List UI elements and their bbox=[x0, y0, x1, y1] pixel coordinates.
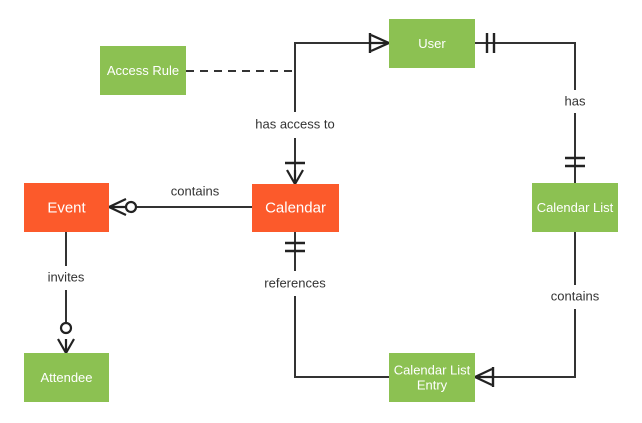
relationship-label-references: references bbox=[264, 275, 326, 290]
entity-attendee-rect[interactable] bbox=[24, 353, 109, 402]
entity-calendar-list-entry-rect[interactable] bbox=[389, 353, 475, 402]
connector-calendar-list-to-entry bbox=[494, 309, 576, 378]
entity-calendar-rect[interactable] bbox=[252, 184, 339, 232]
relationship-label-has-access-to: has access to bbox=[255, 116, 335, 131]
entity-calendar-list-entry[interactable]: Calendar List Entry bbox=[389, 353, 475, 402]
entity-calendar-list-label: Calendar List bbox=[537, 200, 614, 215]
connector-references-to-entry bbox=[294, 296, 389, 378]
double-bar-calendar-list-top bbox=[565, 156, 585, 168]
double-bar-user-right bbox=[485, 33, 496, 53]
entity-user[interactable]: User bbox=[389, 19, 475, 68]
crowfoot-ring-attendee-top bbox=[57, 321, 75, 354]
relationship-label-contains-calendar: contains bbox=[171, 183, 220, 198]
double-bar-calendar-bottom bbox=[285, 241, 305, 253]
entity-access-rule-label: Access Rule bbox=[107, 63, 179, 78]
entity-calendar-list-entry-label-line1: Calendar List bbox=[394, 362, 471, 377]
entity-access-rule[interactable]: Access Rule bbox=[100, 46, 186, 95]
crowfoot-user-left bbox=[368, 33, 390, 53]
entity-event-rect[interactable] bbox=[24, 183, 109, 232]
relationship-label-has: has bbox=[565, 93, 586, 108]
relationship-label-contains-entry: contains bbox=[551, 288, 600, 303]
connector-user-to-calendar-top bbox=[294, 42, 381, 112]
crowfoot-ring-event-right bbox=[108, 198, 138, 216]
crowfoot-entry-right bbox=[474, 367, 495, 387]
entity-user-rect[interactable] bbox=[389, 19, 475, 68]
entity-calendar-list[interactable]: Calendar List bbox=[532, 183, 618, 232]
entity-event[interactable]: Event bbox=[24, 183, 109, 232]
entity-event-label: Event bbox=[47, 199, 86, 216]
connector-user-to-calendar-list bbox=[475, 42, 576, 90]
entity-calendar[interactable]: Calendar bbox=[252, 184, 339, 232]
crowfoot-calendar-top bbox=[285, 161, 305, 185]
entity-attendee-label: Attendee bbox=[40, 370, 92, 385]
entity-calendar-list-rect[interactable] bbox=[532, 183, 618, 232]
entity-calendar-list-entry-label-line2: Entry bbox=[417, 377, 448, 392]
entity-user-label: User bbox=[418, 36, 446, 51]
entity-access-rule-rect[interactable] bbox=[100, 46, 186, 95]
relationship-label-invites: invites bbox=[48, 269, 85, 284]
entity-attendee[interactable]: Attendee bbox=[24, 353, 109, 402]
entity-calendar-label: Calendar bbox=[265, 199, 326, 216]
